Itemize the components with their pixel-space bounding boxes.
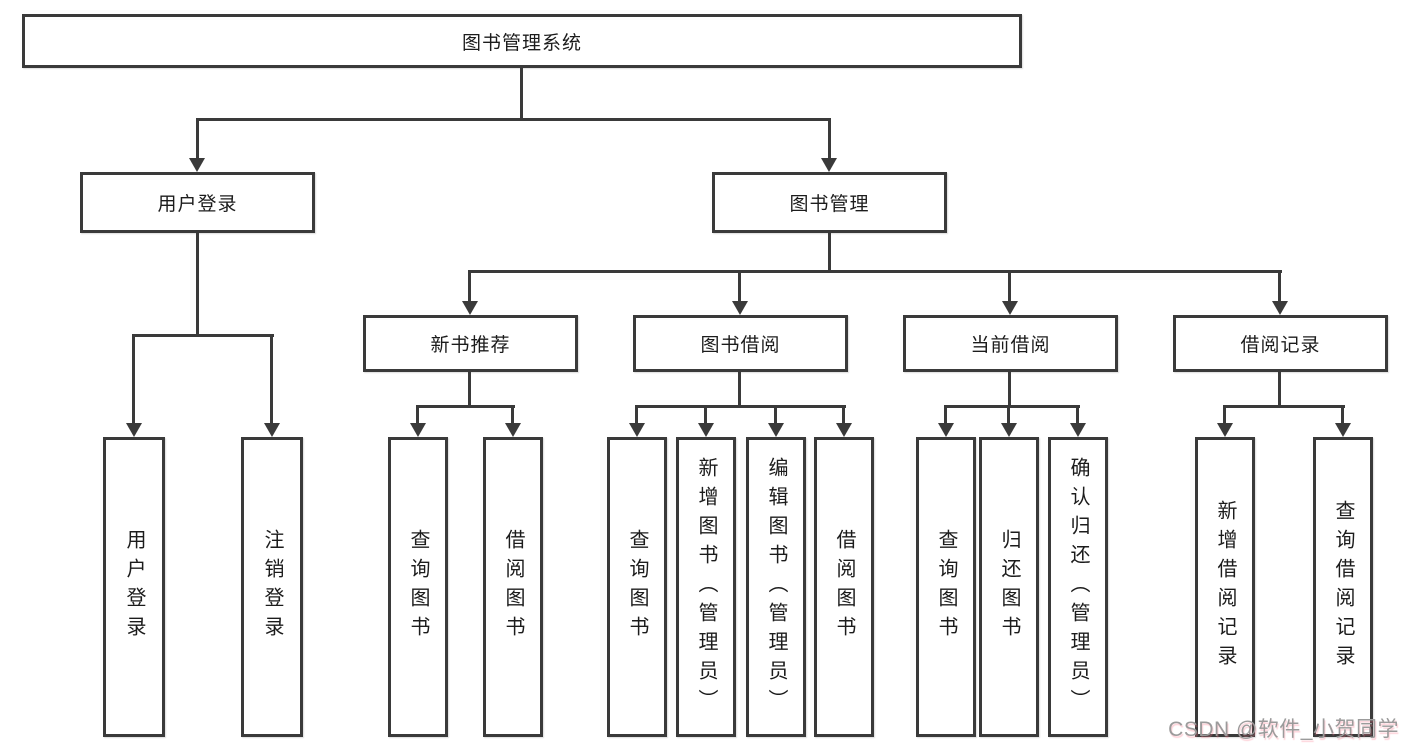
node-new-book-recommend: 新书推荐 — [363, 315, 578, 372]
connector-line — [511, 405, 514, 424]
arrowhead-down-icon — [768, 423, 784, 437]
arrowhead-down-icon — [1335, 423, 1351, 437]
leaf-borrow-book-borrow-label: 借阅图书 — [833, 529, 855, 645]
arrowhead-down-icon — [698, 423, 714, 437]
leaf-confirm-return-admin-label: 确认归还（管理员） — [1067, 456, 1089, 718]
leaf-edit-book-admin: 编辑图书（管理员） — [746, 437, 806, 737]
connector-line — [944, 405, 1080, 408]
arrowhead-down-icon — [410, 423, 426, 437]
arrowhead-down-icon — [462, 301, 478, 315]
node-current-borrow: 当前借阅 — [903, 315, 1118, 372]
node-user-login: 用户登录 — [80, 172, 315, 233]
leaf-add-book-admin-label: 新增图书（管理员） — [695, 456, 717, 718]
leaf-borrow-book-borrow: 借阅图书 — [814, 437, 874, 737]
connector-line — [132, 334, 135, 424]
connector-line — [196, 118, 831, 121]
connector-line — [635, 405, 638, 424]
leaf-query-book-current: 查询图书 — [916, 437, 976, 737]
leaf-return-book: 归还图书 — [979, 437, 1039, 737]
watermark: CSDN @软件_小贺同学 — [1168, 718, 1399, 741]
node-book-borrow-label: 图书借阅 — [700, 335, 781, 356]
leaf-query-book-current-label: 查询图书 — [935, 529, 957, 645]
node-root-label: 图书管理系统 — [461, 32, 582, 54]
connector-line — [842, 405, 845, 424]
connector-line — [1341, 405, 1344, 424]
leaf-query-book-borrow: 查询图书 — [607, 437, 667, 737]
arrowhead-down-icon — [1002, 301, 1018, 315]
arrowhead-down-icon — [505, 423, 521, 437]
connector-line — [132, 334, 274, 337]
node-user-login-label: 用户登录 — [157, 194, 238, 215]
arrowhead-down-icon — [264, 423, 280, 437]
connector-line — [1008, 270, 1011, 303]
arrowhead-down-icon — [1217, 423, 1233, 437]
connector-line — [828, 230, 831, 272]
arrowhead-down-icon — [126, 423, 142, 437]
connector-line — [1278, 270, 1281, 303]
node-book-borrow: 图书借阅 — [633, 315, 848, 372]
connector-line — [1076, 405, 1079, 424]
arrowhead-down-icon — [1001, 423, 1017, 437]
leaf-query-borrow-record-label: 查询借阅记录 — [1332, 500, 1354, 674]
node-current-borrow-label: 当前借阅 — [970, 335, 1051, 356]
arrowhead-down-icon — [629, 423, 645, 437]
leaf-add-borrow-record: 新增借阅记录 — [1195, 437, 1255, 737]
connector-line — [635, 405, 846, 408]
arrowhead-down-icon — [1070, 423, 1086, 437]
leaf-borrow-book-recommend: 借阅图书 — [483, 437, 543, 737]
arrowhead-down-icon — [189, 158, 205, 172]
leaf-add-book-admin: 新增图书（管理员） — [676, 437, 736, 737]
arrowhead-down-icon — [1272, 301, 1288, 315]
connector-line — [270, 334, 273, 424]
connector-line — [196, 230, 199, 336]
node-root: 图书管理系统 — [22, 14, 1022, 68]
leaf-logout-label: 注销登录 — [261, 529, 283, 645]
leaf-user-login-label: 用户登录 — [123, 529, 145, 645]
node-new-book-recommend-label: 新书推荐 — [430, 335, 511, 356]
connector-line — [468, 270, 471, 303]
leaf-logout: 注销登录 — [241, 437, 303, 737]
leaf-confirm-return-admin: 确认归还（管理员） — [1048, 437, 1108, 737]
leaf-query-book-recommend: 查询图书 — [388, 437, 448, 737]
connector-line — [828, 118, 831, 160]
leaf-edit-book-admin-label: 编辑图书（管理员） — [765, 456, 787, 718]
connector-line — [468, 270, 1282, 273]
leaf-add-borrow-record-label: 新增借阅记录 — [1214, 500, 1236, 674]
leaf-query-borrow-record: 查询借阅记录 — [1313, 437, 1373, 737]
connector-line — [416, 405, 515, 408]
connector-line — [1008, 370, 1011, 407]
connector-line — [1223, 405, 1345, 408]
leaf-borrow-book-recommend-label: 借阅图书 — [502, 529, 524, 645]
node-book-management: 图书管理 — [712, 172, 947, 233]
connector-line — [738, 370, 741, 407]
node-borrow-records-label: 借阅记录 — [1240, 335, 1321, 356]
connector-line — [416, 405, 419, 424]
connector-line — [1223, 405, 1226, 424]
connector-line — [738, 270, 741, 303]
connector-line — [520, 66, 523, 120]
node-book-management-label: 图书管理 — [789, 194, 870, 215]
connector-line — [196, 118, 199, 160]
connector-line — [774, 405, 777, 424]
connector-line — [944, 405, 947, 424]
arrowhead-down-icon — [836, 423, 852, 437]
connector-line — [1007, 405, 1010, 424]
node-borrow-records: 借阅记录 — [1173, 315, 1388, 372]
connector-line — [1278, 370, 1281, 407]
leaf-query-book-recommend-label: 查询图书 — [407, 529, 429, 645]
leaf-query-book-borrow-label: 查询图书 — [626, 529, 648, 645]
connector-line — [704, 405, 707, 424]
arrowhead-down-icon — [732, 301, 748, 315]
leaf-user-login: 用户登录 — [103, 437, 165, 737]
connector-line — [468, 370, 471, 407]
arrowhead-down-icon — [938, 423, 954, 437]
arrowhead-down-icon — [821, 158, 837, 172]
leaf-return-book-label: 归还图书 — [998, 529, 1020, 645]
